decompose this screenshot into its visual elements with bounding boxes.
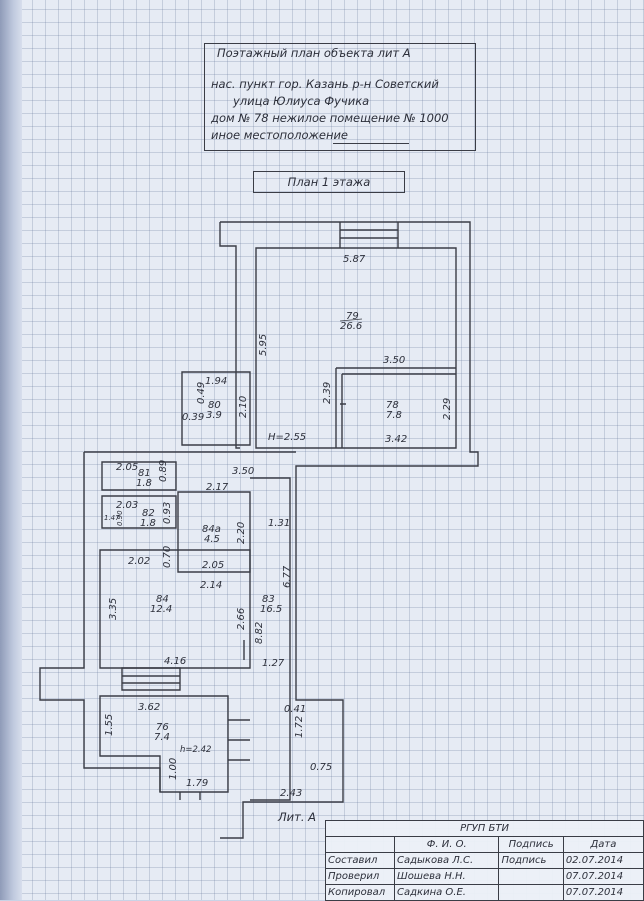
dim-335: 3.35 [108,598,119,620]
dim-039: 0.39 [182,412,204,423]
floor-label-box: План 1 этажа [253,171,405,193]
dim-205b: 2.05 [202,560,224,571]
dim-203: 2.03 [116,500,138,511]
col-sign: Подпись [498,836,564,853]
room-83-number: 83 [262,594,275,605]
dim-070: 0.70 [162,546,173,568]
dim-089: 0.89 [158,460,169,482]
dim-194: 1.94 [205,376,227,387]
dim-h255: H=2.55 [268,432,306,443]
room-80-number: 80 [208,400,221,411]
table-row: Составил Садыкова Л.С. Подпись 02.07.201… [325,852,644,869]
dim-416: 4.16 [164,656,186,667]
dim-210: 2.10 [238,396,249,418]
table-row: Копировал Садкина О.Е. 07.07.2014 [325,884,644,901]
room-79-number: 79 [346,311,359,322]
dim-127: 1.27 [262,658,285,669]
dim-214: 2.14 [200,580,222,591]
bti-title-block: РГУП БТИ Ф. И. О. Подпись Дата Составил … [325,820,644,901]
dim-100: 1.00 [168,758,179,780]
room-81-area: 1.8 [136,478,152,489]
room-80-area: 3.9 [206,410,222,421]
room-81-number: 81 [138,468,151,479]
room-84-number: 84 [156,594,169,605]
col-date: Дата [562,836,644,853]
dim-155: 1.55 [104,714,115,736]
bti-title-table: РГУП БТИ Ф. И. О. Подпись Дата Составил … [325,820,644,901]
room-83-area: 16.5 [260,604,282,615]
dim-266: 2.66 [236,608,247,630]
room-84-area: 12.4 [150,604,172,615]
building-letter-label: Лит. А [278,810,316,824]
other-location-underline [333,143,409,144]
table-row: Проверил Шошева Н.Н. 07.07.2014 [325,868,644,885]
room-84a-number: 84а [202,524,221,535]
room-78-area: 7.8 [386,410,402,421]
object-info-box: Поэтажный план объекта лит А нас. пункт … [204,43,476,151]
dim-350a: 3.50 [383,355,405,366]
dim-595: 5.95 [258,334,269,356]
dim-172: 1.72 [294,716,305,738]
dim-882: 8.82 [254,622,265,644]
room-82-area: 1.8 [140,518,156,529]
dim-090: 0.90 [116,510,124,526]
dim-677: 6.77 [282,565,293,588]
dimension-labels: 5.87 5.95 3.50 2.39 2.29 3.42 H=2.55 1.9… [104,254,453,799]
paper-sheet [22,0,644,900]
dim-147: 1.47 [104,514,120,522]
dim-179: 1.79 [186,778,208,789]
room-84a-area: 4.5 [204,534,220,545]
binder-spine [0,0,22,900]
locality-line: нас. пункт гор. Казань р-н Советский [211,77,439,91]
dim-239: 2.39 [322,382,333,404]
street-line: улица Юлиуса Фучика [233,94,370,108]
room-82-number: 82 [142,508,155,519]
room-79-area: 26.6 [340,321,362,332]
plan-title: Поэтажный план объекта лит А [217,46,411,60]
dim-350b: 3.50 [232,466,254,477]
house-line: дом № 78 нежилое помещение № 1000 [211,111,449,125]
dim-205a: 2.05 [116,462,138,473]
floor-plan-walls [39,221,479,839]
room-76-number: 76 [156,722,169,733]
dim-243: 2.43 [280,788,302,799]
dim-093: 0.93 [162,502,173,524]
room-76-area: 7.4 [154,732,170,743]
dim-041: 0.41 [284,704,306,715]
dim-h242: h=2.42 [180,745,211,755]
dim-229: 2.29 [442,398,453,420]
col-fio: Ф. И. О. [393,836,500,853]
room-labels: 79 26.6 78 7.8 80 3.9 81 1.8 82 1.8 84а … [136,311,402,743]
dim-362: 3.62 [138,702,160,713]
other-location-line: иное местоположение [211,128,349,142]
dim-049: 0.49 [196,382,207,404]
dim-131: 1.31 [268,518,290,529]
dim-217: 2.17 [206,482,229,493]
dim-220: 2.20 [236,522,247,544]
dim-075: 0.75 [310,762,332,773]
dim-202: 2.02 [128,556,150,567]
dim-342: 3.42 [385,434,407,445]
bti-org: РГУП БТИ [325,820,644,837]
room-78-number: 78 [386,400,399,411]
dim-587: 5.87 [343,254,366,265]
